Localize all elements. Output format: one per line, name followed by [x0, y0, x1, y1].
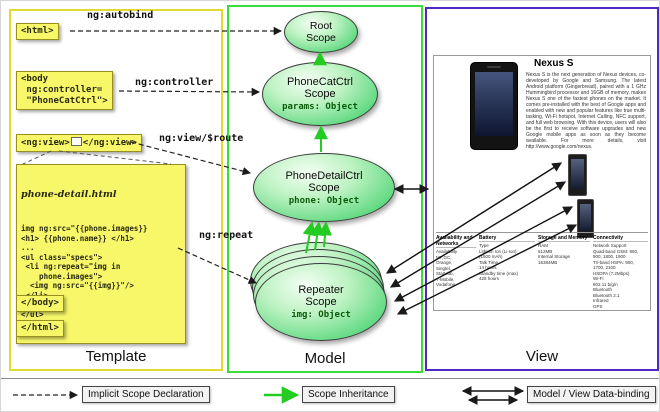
- spec-body: RAM 512MB Internal Storage 16384MB: [538, 243, 571, 265]
- page-title: Nexus S: [534, 58, 574, 69]
- html-open-tag-box: <html>: [16, 23, 59, 40]
- legend-implicit-scope-label: Implicit Scope Declaration: [82, 386, 210, 403]
- ng-view-open-text: <ng:view>: [21, 138, 70, 148]
- phone-thumbnail-2-screen: [580, 204, 591, 231]
- phonecat-scope-name: PhoneCatCtrl Scope: [286, 76, 354, 100]
- phone-thumbnail-1-screen: [571, 159, 584, 189]
- phonedetail-scope-ellipse: PhoneDetailCtrl Scope phone: Object: [253, 153, 395, 222]
- view-column-label: View: [525, 348, 559, 365]
- edge-label-ng-view-route: ng:view/$route: [159, 133, 244, 144]
- phone-hero-image: [470, 62, 518, 150]
- edge-label-ng-controller: ng:controller: [135, 77, 214, 88]
- edge-label-ng-autobind: ng:autobind: [87, 10, 154, 21]
- spec-heading: Connectivity: [593, 235, 648, 242]
- phonecat-scope-ellipse: PhoneCatCtrl Scope params: Object: [262, 62, 378, 126]
- view-page: Nexus S Nexus S is the next generation o…: [433, 55, 651, 311]
- spec-body: Network Support Quad-band GSM: 850, 900,…: [593, 243, 639, 308]
- ng-view-close-text: </ng:view>: [82, 138, 137, 148]
- html-close-tag-box: </html>: [16, 320, 64, 337]
- body-open-tag-box: <body ng:controller= "PhoneCatCtrl">: [16, 71, 113, 110]
- phonedetail-scope-name: PhoneDetailCtrl Scope: [285, 169, 363, 194]
- repeater-scope-name: Repeater Scope: [298, 284, 344, 308]
- phone-thumbnail-2: [577, 199, 594, 238]
- repeater-scope-binding: img: Object: [291, 310, 351, 320]
- legend-scope-inheritance-label: Scope Inheritance: [302, 386, 395, 403]
- root-scope-name: Root Scope: [306, 20, 336, 44]
- phone-thumbnail-1: [568, 154, 587, 196]
- specs-table: Availability and Networks Availability M…: [436, 232, 648, 308]
- phonedetail-scope-binding: phone: Object: [288, 195, 360, 206]
- spec-column-connectivity: Connectivity Network Support Quad-band G…: [593, 235, 648, 308]
- phone-detail-template-box: phone-detail.html img ng:src="{{phone.im…: [16, 164, 186, 344]
- spec-heading: Availability and Networks: [436, 235, 476, 248]
- spec-body: Availability M7,GC, Orange, Singtel, Sta…: [436, 249, 458, 287]
- legend-data-binding-label: Model / View Data-binding: [527, 386, 656, 403]
- body-close-tag-box: </body>: [16, 295, 64, 312]
- edge-label-ng-repeat: ng:repeat: [199, 230, 254, 241]
- spec-column-storage: Storage and Memory RAM 512MB Internal St…: [538, 235, 590, 308]
- model-column-label: Model: [304, 350, 346, 367]
- spec-column-availability: Availability and Networks Availability M…: [436, 235, 476, 308]
- spec-heading: Storage and Memory: [538, 235, 590, 242]
- ng-view-placeholder-square: [70, 137, 82, 146]
- repeater-scope-ellipse: Repeater Scope img: Object: [255, 263, 387, 341]
- spec-body: Type Lithium Ion (Li-Ion) (1500 mAh) Tal…: [479, 243, 519, 281]
- template-column-label: Template: [85, 348, 147, 365]
- spec-column-battery: Battery Type Lithium Ion (Li-Ion) (1500 …: [479, 235, 535, 308]
- legend-separator: [1, 378, 659, 379]
- root-scope-ellipse: Root Scope: [284, 11, 358, 53]
- phonecat-scope-binding: params: Object: [282, 102, 358, 112]
- phone-speaker-slit: [487, 66, 501, 68]
- phone-detail-filename: phone-detail.html: [21, 189, 117, 200]
- phone-hero-screen: [475, 72, 513, 136]
- page-intro-text: Nexus S is the next generation of Nexus …: [526, 72, 646, 150]
- spec-heading: Battery: [479, 235, 535, 242]
- ng-view-tag-box: <ng:view> </ng:view>: [16, 134, 142, 152]
